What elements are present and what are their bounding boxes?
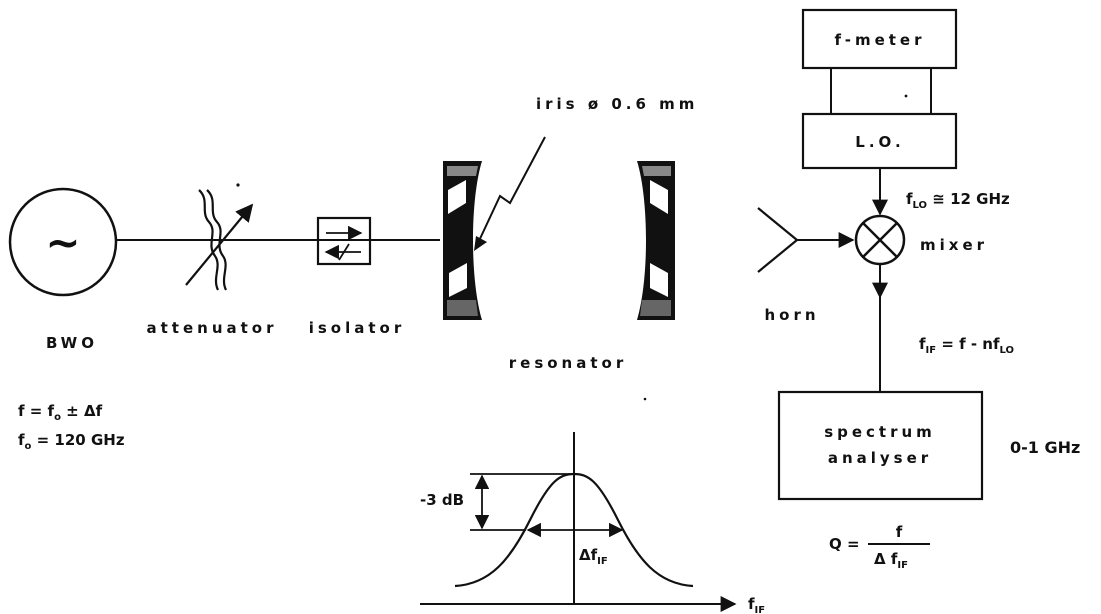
resonance-curve-sketch: -3 dB ΔfIF fIF — [420, 432, 765, 614]
axis-label: fIF — [748, 595, 765, 614]
bandwidth-label: ΔfIF — [579, 546, 608, 567]
stray-dot — [904, 94, 908, 98]
f-equation: f = fo ± Δf — [18, 402, 103, 423]
iris-callout: iris ø 0.6 mm — [474, 95, 698, 251]
fif-equation: fIF = f - nfLO — [919, 335, 1014, 356]
horn-label: horn — [764, 306, 819, 324]
mixer-label: mixer — [920, 236, 988, 254]
q-denominator: Δ fIF — [874, 550, 908, 571]
horn-shape — [757, 207, 799, 273]
stray-dot-2 — [643, 397, 647, 401]
lo-label: L.O. — [855, 133, 904, 151]
spectrum-label-line2: analyser — [828, 449, 932, 467]
bwo-symbol: ~ — [45, 218, 80, 267]
iris-label: iris ø 0.6 mm — [536, 95, 698, 113]
mixer: mixer — [854, 214, 988, 266]
resonator-label: resonator — [509, 354, 627, 372]
range-label: 0-1 GHz — [1010, 438, 1080, 457]
horn: horn — [757, 207, 855, 324]
bwo-label: BWO — [46, 334, 98, 352]
flo-equation: fLO ≅ 12 GHz — [906, 190, 1010, 211]
q-equation: Q = f Δ fIF — [829, 523, 930, 571]
bwo-source: ~ BWO — [8, 187, 118, 352]
local-oscillator: L.O. — [801, 112, 958, 170]
attenuator: attenuator — [147, 183, 278, 337]
attenuator-wave-right — [206, 189, 228, 291]
bwo-circle — [8, 187, 118, 297]
resonator-mirror-left — [443, 161, 482, 320]
spectrum-analyser-box — [777, 390, 984, 501]
attenuator-label: attenuator — [147, 319, 278, 337]
isolator-block-slash — [338, 243, 350, 261]
attenuator-wave-left — [198, 189, 220, 291]
spectrum-analyser: spectrum analyser — [777, 390, 984, 501]
q-numerator: f — [896, 523, 903, 541]
minus3db-label: -3 dB — [420, 491, 464, 509]
isolator-label: isolator — [309, 319, 406, 337]
resonator: resonator — [443, 161, 675, 372]
f0-equation: fo = 120 GHz — [18, 431, 125, 452]
isolator-box — [316, 216, 372, 266]
resonator-mirror-right — [637, 161, 675, 320]
spectrum-label-line1: spectrum — [824, 423, 936, 441]
f-meter-box — [801, 8, 958, 70]
f-meter: f-meter — [801, 8, 958, 70]
attenuator-dot — [236, 183, 240, 187]
q-lhs: Q = — [829, 535, 860, 553]
f-meter-label: f-meter — [834, 31, 925, 49]
isolator: isolator — [309, 216, 406, 337]
attenuator-variable-arrow — [185, 203, 254, 286]
iris-leader — [477, 136, 546, 244]
